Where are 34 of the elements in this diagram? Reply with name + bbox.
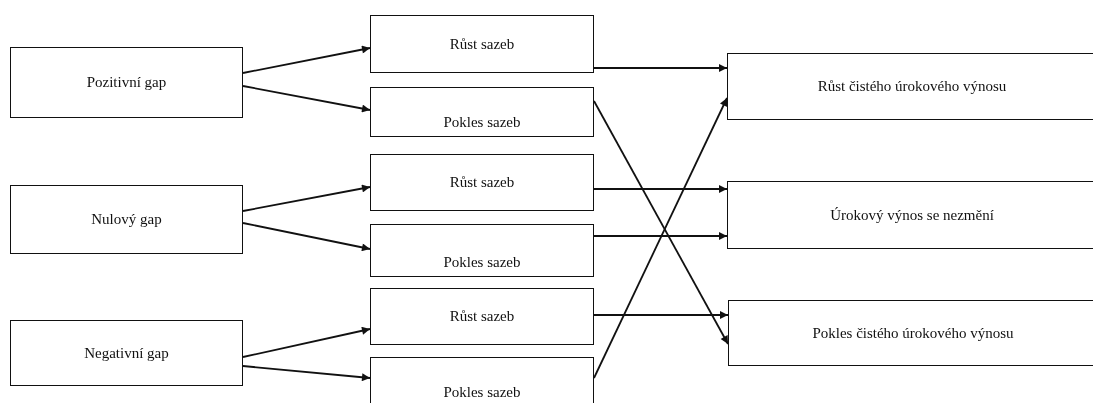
arrow <box>242 365 371 382</box>
arrow <box>593 311 729 319</box>
arrow <box>242 184 371 212</box>
process-box <box>10 47 243 118</box>
arrow <box>242 222 371 252</box>
box-label: Růst sazeb <box>449 174 515 191</box>
box-label: Pokles čistého úrokového výnosu <box>812 324 1014 342</box>
box-label: Úrokový výnos se nezmění <box>830 206 994 224</box>
box-label: Pokles sazeb <box>443 113 521 130</box>
arrow <box>593 185 728 193</box>
process-box <box>370 15 594 73</box>
box-label: Růst čistého úrokového výnosu <box>817 78 1007 95</box>
process-box <box>370 288 594 345</box>
process-box <box>370 87 594 137</box>
arrow <box>593 64 728 72</box>
process-box <box>727 53 1093 120</box>
process-box <box>370 357 594 403</box>
box-label: Nulový gap <box>91 211 162 228</box>
process-box <box>10 320 243 386</box>
process-box <box>370 224 594 277</box>
process-box <box>10 185 243 254</box>
process-box <box>370 154 594 211</box>
box-label: Pozitivní gap <box>86 74 167 91</box>
box-label: Pokles sazeb <box>443 383 521 400</box>
process-box <box>728 300 1093 366</box>
arrow <box>242 326 371 358</box>
box-label: Růst sazeb <box>449 308 515 325</box>
process-box <box>727 181 1093 249</box>
arrow <box>242 45 371 74</box>
box-label: Negativní gap <box>84 344 169 362</box>
arrow <box>242 85 371 113</box>
box-label: Pokles sazeb <box>443 253 521 270</box>
box-label: Růst sazeb <box>449 35 515 53</box>
arrow <box>593 232 728 240</box>
